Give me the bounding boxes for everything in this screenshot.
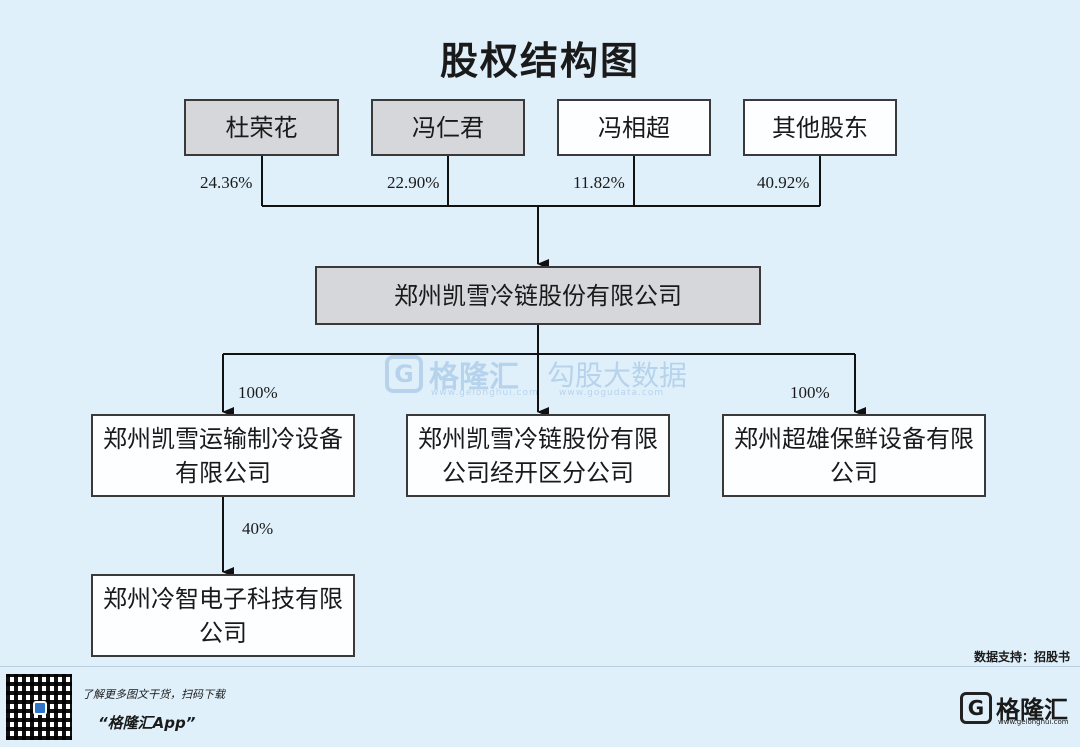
gelonghui-logo-icon: G xyxy=(960,691,992,724)
shareholder-box: 冯仁君 xyxy=(371,99,525,156)
page-title: 股权结构图 xyxy=(439,39,640,83)
shareholder-box: 冯相超 xyxy=(557,99,711,156)
ownership-percent: 100% xyxy=(790,383,830,402)
qr-code-icon[interactable] xyxy=(6,674,72,740)
watermark-brand-url: www.gelonghui.com xyxy=(431,388,539,398)
sub-subsidiary-box: 郑州冷智电子科技有限公司 xyxy=(91,574,355,657)
footer-app-name: “格隆汇App” xyxy=(98,714,196,732)
ownership-percent: 40% xyxy=(242,519,274,538)
data-source: 数据支持：招股书 xyxy=(973,650,1070,664)
company-box: 郑州凯雪冷链股份有限公司 xyxy=(315,266,761,325)
ownership-percent: 40.92% xyxy=(757,173,810,192)
subsidiary-box: 郑州超雄保鲜设备有限公司 xyxy=(722,414,986,497)
watermark: G 格隆汇 www.gelonghui.com 勾股大数据 www.goguda… xyxy=(385,350,687,398)
branch-box: 郑州凯雪冷链股份有限公司经开区分公司 xyxy=(406,414,670,497)
brand-logo: G 格隆汇 www.gelonghui.com xyxy=(960,690,1069,726)
gelonghui-logo-icon: G xyxy=(385,355,423,393)
shareholder-box: 杜荣花 xyxy=(184,99,339,156)
brand-name: 格隆汇 xyxy=(996,696,1068,724)
shareholder-box: 其他股东 xyxy=(743,99,897,156)
footer-note: 了解更多图文干货，扫码下载 xyxy=(82,688,225,701)
ownership-percent: 11.82% xyxy=(573,173,625,192)
watermark-brand: 格隆汇 xyxy=(429,360,519,395)
watermark-partner-url: www.gogudata.com xyxy=(559,388,665,398)
watermark-partner: 勾股大数据 xyxy=(547,359,688,392)
subsidiary-box: 郑州凯雪运输制冷设备有限公司 xyxy=(91,414,355,497)
brand-url: www.gelonghui.com xyxy=(998,718,1069,726)
footer-divider xyxy=(0,666,1080,667)
ownership-percent: 22.90% xyxy=(387,173,440,192)
ownership-percent: 24.36% xyxy=(200,173,253,192)
ownership-percent: 100% xyxy=(238,383,278,402)
